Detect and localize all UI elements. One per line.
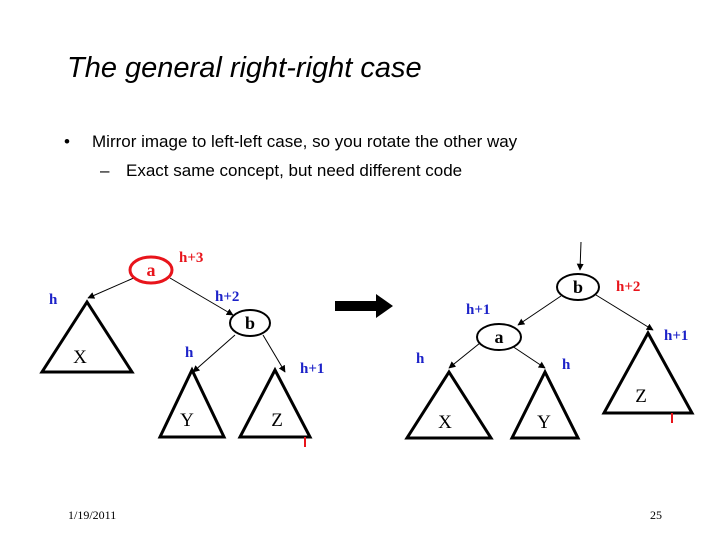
rotation-arrow-icon <box>335 294 393 318</box>
subtree-y-label: Y <box>180 410 194 431</box>
subtree-z <box>601 329 695 415</box>
subtree-x-height: h <box>49 292 58 308</box>
node-b-height: h+2 <box>616 279 640 295</box>
node-a-label: a <box>147 260 156 280</box>
bullet-2: –Exact same concept, but need different … <box>100 161 462 181</box>
footer-page-number: 25 <box>650 508 662 522</box>
subtree-y <box>509 368 581 440</box>
node-a <box>476 323 522 351</box>
node-b-label: b <box>573 277 583 297</box>
after-tree: b h+2 a h+1 X h Y h Z h+1 <box>404 241 695 440</box>
node-a <box>128 255 174 285</box>
subtree-x <box>404 369 494 440</box>
before-tree: a h+3 b h+2 X h Y h Z h+1 <box>39 250 324 447</box>
edge-a-to-b <box>169 277 234 316</box>
node-b-label: b <box>245 313 255 333</box>
subtree-x-height: h <box>416 351 425 367</box>
subtree-z-height: h+1 <box>664 328 688 344</box>
bullet-1-mark: • <box>64 132 70 151</box>
subtree-y <box>157 366 227 439</box>
bullet-1-text: Mirror image to left-left case, so you r… <box>92 132 518 151</box>
edge-a-to-x <box>87 276 137 299</box>
bullet-2-text: Exact same concept, but need different c… <box>126 161 463 180</box>
bullet-2-mark: – <box>100 161 110 180</box>
node-a-label: a <box>495 327 504 347</box>
subtree-x <box>39 299 135 374</box>
bullet-1: • Mirror image to left-left case, so you … <box>64 132 517 152</box>
subtree-z-height: h+1 <box>300 361 324 377</box>
node-b <box>229 309 271 337</box>
subtree-y-height: h <box>185 345 194 361</box>
footer-date: 1/19/2011 <box>68 508 117 522</box>
edge-a-to-x <box>448 342 481 369</box>
subtree-x-label: X <box>73 347 87 368</box>
subtree-y-label: Y <box>537 412 551 433</box>
subtree-y-height: h <box>562 357 571 373</box>
subtree-z <box>237 366 313 439</box>
subtree-z-label: Z <box>271 410 283 431</box>
edge-b-to-z <box>262 334 286 373</box>
node-a-height: h+1 <box>466 302 490 318</box>
node-b <box>556 273 600 301</box>
slide-title: The general right-right case <box>67 52 422 84</box>
edge-b-to-y <box>192 334 236 373</box>
edge-b-to-z <box>595 294 654 331</box>
pointer-to-root <box>576 241 584 271</box>
edge-b-to-a <box>517 295 562 326</box>
edge-a-to-y <box>511 345 546 369</box>
subtree-x-label: X <box>438 412 452 433</box>
subtree-z-label: Z <box>635 386 647 407</box>
node-a-height: h+3 <box>179 250 203 266</box>
node-b-height: h+2 <box>215 289 239 305</box>
